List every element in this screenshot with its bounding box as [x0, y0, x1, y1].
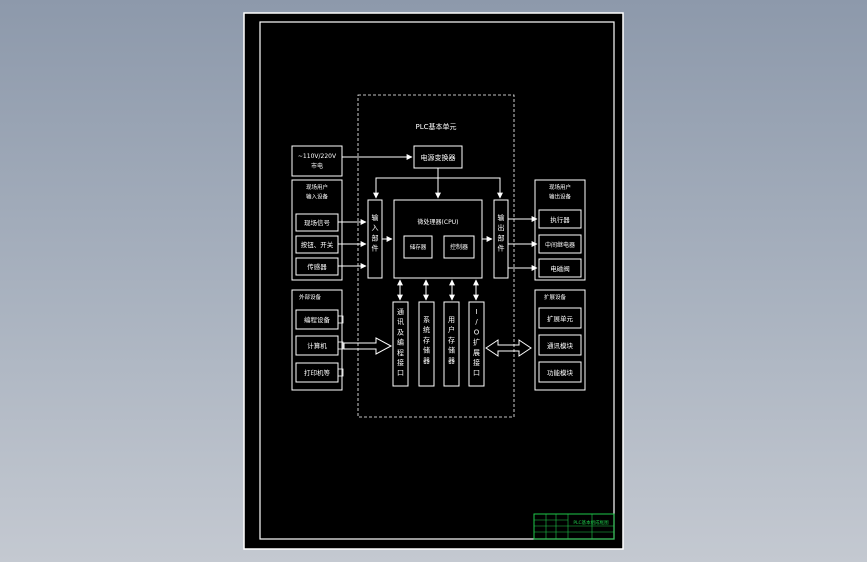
- input-arrows: [338, 219, 367, 269]
- output-item: 中间继电器: [538, 234, 582, 254]
- output-device-group: 现场用户输出设备 执行器 中间继电器 电磁阀: [534, 179, 586, 281]
- plc-unit-title: PLC基本单元: [415, 122, 456, 131]
- power-distribution-lines: [373, 168, 503, 199]
- input-interface-label: 输入部件: [372, 213, 379, 253]
- peripheral-item: 编程设备: [295, 309, 344, 330]
- title-block-text: PLC基本组成框图: [573, 519, 609, 526]
- comm-port-box: 通讯及编程接口: [392, 301, 409, 387]
- controller-label: 控制器: [450, 243, 468, 251]
- user-memory-label: 用户存储器: [448, 316, 455, 365]
- peripheral-group-title: 外部设备: [299, 293, 322, 301]
- expansion-item-label: 扩展单元: [547, 314, 574, 323]
- output-interface-box: 输出部件: [493, 199, 509, 279]
- expansion-item: 扩展单元: [538, 307, 582, 329]
- plc-unit-boundary: [357, 94, 515, 418]
- cpu-bus-arrows: [397, 279, 479, 301]
- controller-box: [443, 235, 475, 259]
- peripheral-item: 打印机等: [295, 362, 344, 383]
- peripheral-to-comm-arrow: [343, 337, 393, 355]
- comm-port-label: 通讯及编程接口: [397, 307, 404, 377]
- system-memory-label: 系统存储器: [423, 315, 430, 365]
- memory-label: 储存器: [410, 243, 427, 251]
- expansion-item: 功能模块: [538, 361, 582, 383]
- output-item-label: 中间继电器: [545, 241, 575, 249]
- expansion-group-title: 扩展设备: [544, 293, 567, 301]
- output-interface-label: 输出部件: [498, 213, 505, 253]
- expansion-device-group: 扩展设备 扩展单元 通讯模块 功能模块: [534, 289, 586, 391]
- peripheral-item-label: 计算机: [307, 341, 327, 350]
- peripheral-item-label: 打印机等: [304, 368, 331, 377]
- output-item: 执行器: [538, 209, 582, 229]
- drawing-sheet: [243, 12, 624, 550]
- system-memory-box: 系统存储器: [418, 301, 435, 387]
- peripheral-device-group: 外部设备 编程设备 计算机 打印机等: [291, 289, 344, 391]
- output-item-label: 电磁阀: [550, 264, 570, 273]
- output-item: 电磁阀: [538, 258, 582, 278]
- memory-box: [403, 235, 433, 259]
- peripheral-item: 计算机: [295, 335, 344, 356]
- output-item-label: 执行器: [550, 215, 570, 224]
- cpu-label: 微处理器(CPU): [418, 218, 459, 226]
- input-group-title: 现场用户输入设备: [306, 183, 329, 200]
- user-memory-box: 用户存储器: [443, 301, 460, 387]
- input-item-label: 传感器: [307, 262, 327, 271]
- expansion-item-label: 功能模块: [547, 368, 574, 377]
- drawing-frame: [259, 21, 615, 540]
- expansion-item: 通讯模块: [538, 334, 582, 356]
- input-item-label: 按钮、开关: [301, 240, 334, 249]
- output-group-title: 现场用户输出设备: [549, 183, 572, 200]
- output-arrows: [508, 216, 538, 271]
- peripheral-item-label: 编程设备: [304, 315, 331, 324]
- power-converter-label: 电源变换器: [421, 153, 456, 162]
- input-item-label: 现场信号: [304, 218, 331, 227]
- title-block: PLC基本组成框图: [533, 513, 615, 540]
- io-expansion-double-arrow: [485, 339, 532, 357]
- expansion-item-label: 通讯模块: [547, 341, 574, 350]
